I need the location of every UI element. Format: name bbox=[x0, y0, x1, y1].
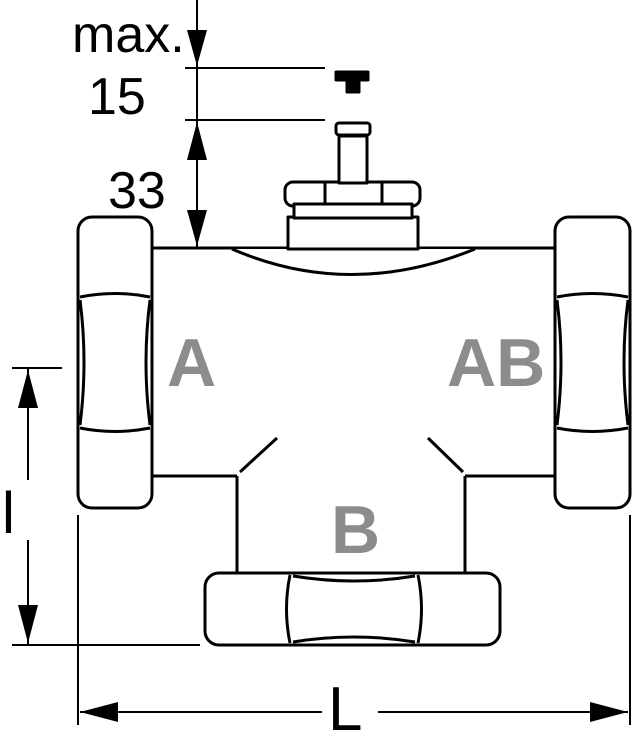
valve-body bbox=[148, 246, 558, 578]
port-ab-label: AB bbox=[447, 325, 545, 401]
bottom-hex-nut bbox=[203, 571, 502, 647]
left-hex-nut bbox=[76, 215, 154, 510]
height-value: 33 bbox=[108, 162, 166, 220]
port-a-label: A bbox=[167, 325, 216, 401]
port-spacing-label: l bbox=[2, 481, 15, 546]
port-spacing-dimension bbox=[12, 367, 200, 646]
length-label: L bbox=[328, 675, 362, 744]
max-label: max. bbox=[72, 6, 185, 64]
valve-stem bbox=[283, 70, 422, 251]
port-b-label: B bbox=[331, 492, 380, 568]
length-dimension bbox=[77, 515, 631, 730]
right-hex-nut bbox=[553, 215, 632, 510]
stroke-value: 15 bbox=[88, 68, 146, 126]
stroke-dimension bbox=[185, 0, 325, 248]
